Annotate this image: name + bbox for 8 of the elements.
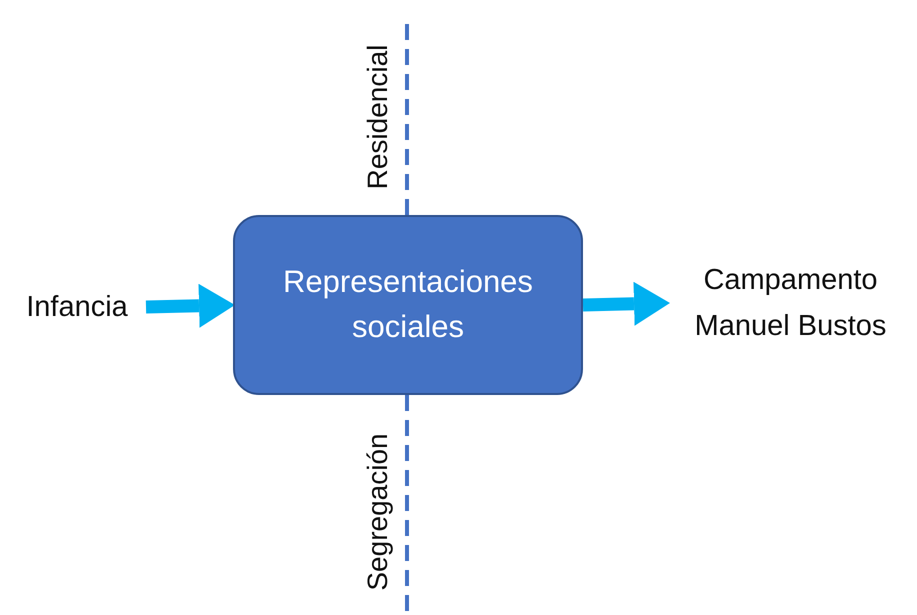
dashed-line — [405, 395, 409, 612]
node-label: Infancia — [8, 285, 146, 329]
process-box — [233, 215, 583, 395]
arrow — [582, 282, 670, 326]
arrow — [146, 284, 235, 328]
dashed-line — [405, 24, 409, 215]
box-text: Representaciones sociales — [282, 263, 534, 346]
node-label: Campamento Manuel Bustos — [668, 255, 913, 351]
